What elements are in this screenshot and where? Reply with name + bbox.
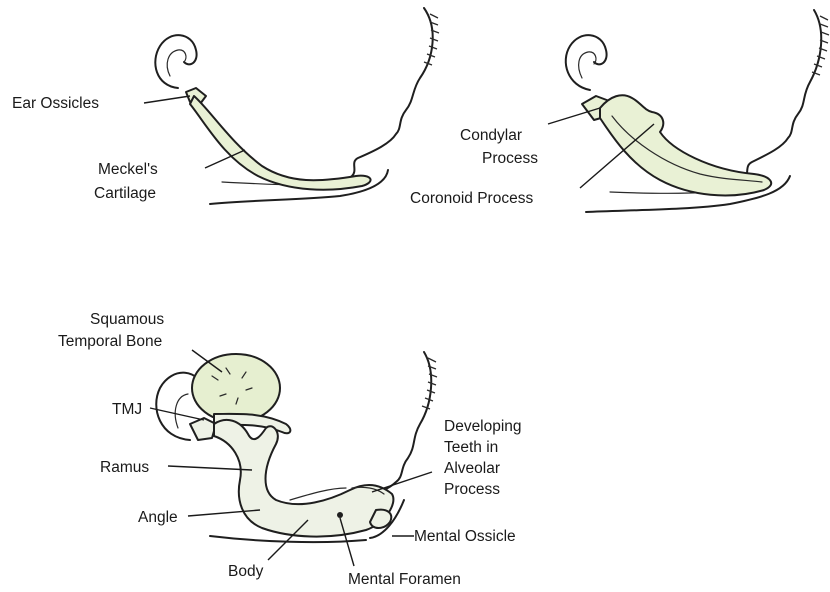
mental-foramen [337, 512, 343, 518]
squamous-temporal-bone [192, 354, 280, 422]
leader-teeth [372, 472, 432, 492]
label-meckels-2: Cartilage [94, 185, 156, 202]
ear-inner [167, 50, 186, 76]
label-condylar-2: Process [482, 150, 538, 167]
label-developing-3: Alveolar [444, 460, 500, 477]
panel-meckels-cartilage: Ear Ossicles Meckel's Cartilage [12, 8, 439, 204]
label-mental-ossicle: Mental Ossicle [414, 528, 516, 545]
face-profile-2 [716, 10, 821, 188]
label-tmj: TMJ [112, 401, 142, 418]
label-body: Body [228, 563, 264, 580]
face-profile [320, 8, 433, 186]
leader-ear-ossicles [144, 96, 190, 103]
ear-outline [155, 35, 196, 88]
label-angle: Angle [138, 509, 178, 526]
ear-inner-2 [579, 52, 596, 78]
mandible [214, 420, 393, 537]
label-squamous-1: Squamous [90, 311, 164, 328]
label-coronoid: Coronoid Process [410, 190, 533, 207]
meckels-cartilage [190, 96, 371, 190]
label-meckels-1: Meckel's [98, 161, 158, 178]
ear-inner-3 [175, 394, 188, 428]
panel-condylar-coronoid: Condylar Process Coronoid Process [410, 10, 829, 212]
label-condylar-1: Condylar [460, 127, 522, 144]
tmj-condyle [190, 418, 216, 440]
label-mental-foramen: Mental Foramen [348, 571, 461, 588]
label-ear-ossicles: Ear Ossicles [12, 95, 99, 112]
ear-outline-2 [566, 35, 607, 90]
label-developing-4: Process [444, 481, 500, 498]
label-developing-2: Teeth in [444, 439, 498, 456]
label-ramus: Ramus [100, 459, 149, 476]
face-profile-3 [360, 352, 431, 500]
panel-adult-mandible: Squamous Temporal Bone TMJ Ramus Angle B… [58, 311, 522, 588]
label-squamous-2: Temporal Bone [58, 333, 162, 350]
label-developing-1: Developing [444, 418, 522, 435]
